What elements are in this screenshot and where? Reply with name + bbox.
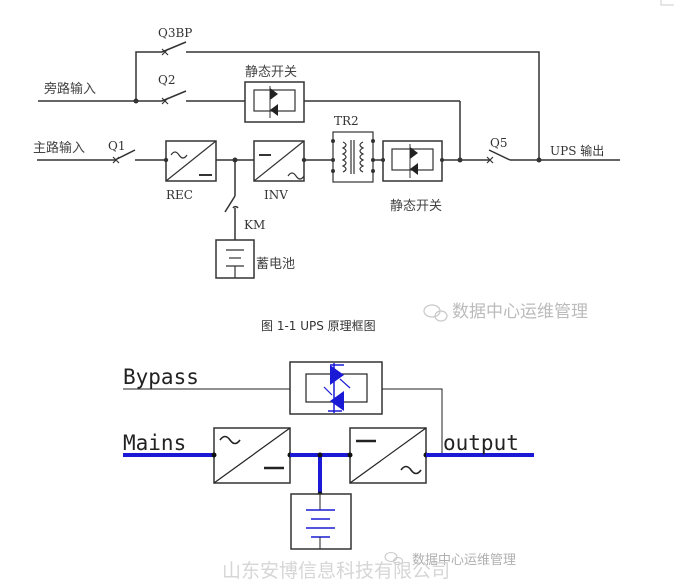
wechat-icon xyxy=(423,304,448,322)
rec-label: REC xyxy=(166,188,193,202)
junction-dot xyxy=(536,157,542,163)
km-switch xyxy=(224,195,236,213)
corner-mark xyxy=(660,0,674,6)
km-contact xyxy=(232,205,239,209)
thyristor-gate xyxy=(323,386,333,396)
ac-symbol-icon xyxy=(400,465,422,475)
inverter-diagonal xyxy=(349,427,427,484)
q2-switch xyxy=(161,90,187,102)
q3bp-x-mark xyxy=(161,48,169,56)
main-input-label: 主路输入 xyxy=(33,140,85,156)
rectifier-diagonal xyxy=(165,140,217,182)
watermark-text: 数据中心运维管理 xyxy=(412,553,516,568)
company-watermark: 山东安博信息科技有限公司 xyxy=(222,560,450,581)
bypass-input-label: 旁路输入 xyxy=(44,81,96,97)
q2-label: Q2 xyxy=(158,73,175,87)
thyristor-icon xyxy=(330,391,344,411)
q3bp-label: Q3BP xyxy=(158,26,192,40)
q3bp-output-wire xyxy=(186,51,540,160)
junction-dot xyxy=(457,157,463,163)
junction-dot xyxy=(317,452,323,458)
junction-dot xyxy=(331,169,335,173)
junction-dot xyxy=(331,158,335,162)
ac-symbol-icon xyxy=(287,172,305,180)
junction-dot xyxy=(133,98,139,104)
thyristor-icon xyxy=(410,163,418,175)
junction-dot xyxy=(331,139,335,143)
ups-output-label: UPS 输出 xyxy=(550,143,604,158)
q5-x-mark xyxy=(486,156,494,164)
battery-label: 蓄电池 xyxy=(256,257,295,272)
bypass-output-wire xyxy=(382,388,443,455)
wechat-icon xyxy=(384,552,403,565)
junction-dot xyxy=(371,169,375,173)
inverter-diagonal xyxy=(253,140,305,182)
q5-switch xyxy=(488,149,511,161)
q1-switch xyxy=(114,149,136,161)
figure-caption: 图 1-1 UPS 原理框图 xyxy=(261,319,376,333)
static-switch-top-box xyxy=(244,81,305,123)
rectifier-diagonal xyxy=(213,427,291,484)
maintenance-bypass-wire xyxy=(135,51,162,101)
junction-dot xyxy=(347,452,353,458)
q5-label: Q5 xyxy=(490,136,507,150)
junction-dot xyxy=(211,452,217,458)
ac-symbol-icon xyxy=(170,151,188,159)
q2-x-mark xyxy=(161,97,169,105)
thyristor-icon xyxy=(270,104,278,116)
static-switch-top-label: 静态开关 xyxy=(245,65,297,80)
static-switch-bottom-label: 静态开关 xyxy=(390,199,442,214)
battery-box xyxy=(290,493,352,550)
inv-label: INV xyxy=(264,188,288,202)
q3bp-switch xyxy=(161,41,187,53)
transformer-secondary-coil xyxy=(359,141,365,173)
figure-2-ups-simplified-diagram: Bypass Mains xyxy=(123,361,534,581)
output-label: output xyxy=(443,431,519,455)
tr2-label: TR2 xyxy=(334,114,359,128)
thyristor-icon xyxy=(410,147,418,159)
junction-dot xyxy=(371,139,375,143)
thyristor-icon xyxy=(270,88,278,100)
q1-label: Q1 xyxy=(108,139,125,153)
thyristor-gate xyxy=(339,378,351,389)
bypass-label: Bypass xyxy=(123,365,199,389)
watermark-text: 数据中心运维管理 xyxy=(452,302,588,322)
junction-dot xyxy=(381,158,385,162)
figure-1-ups-block-diagram: Q3BP 旁路输入 Q2 静态开关 主路输入 Q1 REC xyxy=(33,26,620,333)
transformer-primary-coil xyxy=(341,141,347,173)
km-label: KM xyxy=(244,218,265,232)
junction-dot xyxy=(163,157,169,163)
transformer-frame xyxy=(332,131,374,183)
thyristor-icon xyxy=(330,365,344,385)
ac-symbol-icon xyxy=(219,435,241,445)
mains-label: Mains xyxy=(123,431,186,455)
